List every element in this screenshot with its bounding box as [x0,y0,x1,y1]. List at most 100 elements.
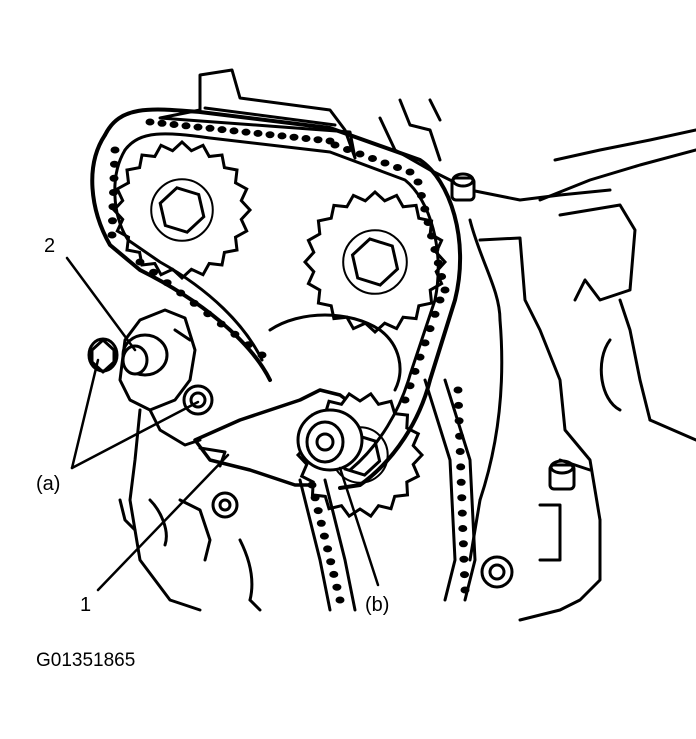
chain-link [413,178,423,186]
chain-link [455,432,465,440]
chain-link [457,494,467,502]
chain-link [193,123,203,131]
housing-bolt [211,491,239,519]
chain-link [181,122,191,130]
chain-link [393,164,402,171]
chain-link [110,146,120,154]
block-bolt-top [450,172,476,202]
chain-link [108,203,118,211]
bolts [87,172,576,589]
chain-link [326,558,336,566]
chain-link [355,150,365,158]
chain-link [109,189,118,196]
chain-link [229,127,239,135]
chain-link [423,219,433,226]
chain-link [456,478,466,486]
chain-link [289,133,299,141]
leader-2 [65,256,137,352]
chain-link [416,192,426,199]
leader-a-upper [70,358,100,470]
chain-link [319,532,329,540]
chain-link [430,246,440,253]
chain-link [243,341,253,349]
chain-link [405,382,415,390]
chain-link [420,339,430,347]
chain-link [435,296,445,304]
chain-link [454,401,463,409]
chain-link [368,155,377,162]
leader-b [338,466,380,587]
chain-link [410,367,420,375]
chain-link [456,463,466,471]
chain-link [457,509,467,517]
chain-link [230,330,240,338]
chain-link [169,121,179,128]
chain-link [253,129,263,137]
chain-link [110,160,119,168]
chain-link [343,146,352,153]
chain-link [316,519,326,527]
adjuster-bolt [121,333,169,377]
tensioner-bolt [87,337,119,374]
chain-link [420,205,430,213]
chain-link [430,310,440,318]
chain-link [176,289,186,297]
chain-link [313,136,323,144]
block-bolt-right [548,459,576,491]
chain-link [380,159,390,167]
callout-2: 2 [44,235,55,257]
callout-1: 1 [80,594,91,616]
sprockets [111,139,448,519]
chain-link [400,396,410,404]
chain-link [332,583,342,591]
chain-link [108,217,117,225]
chain-link [205,124,215,132]
chain-link [323,545,333,553]
left-cam-sprocket [111,139,253,281]
chain-link [427,232,436,240]
leader-1 [96,453,230,592]
chain-link [241,128,251,136]
chain-link [157,119,167,127]
chain-link [458,540,468,548]
chain-link [107,231,117,239]
chain-link [307,481,317,489]
chain-link [433,259,443,267]
callout-b: (b) [365,594,389,616]
chain-link [310,494,320,502]
chain-link [145,118,155,126]
chain-link [459,555,469,563]
chain-link [189,299,199,307]
chain-link [265,131,275,139]
chain-link [330,141,340,149]
chain-link [415,353,425,361]
chain-link [217,126,227,134]
right-cam-sprocket [302,189,448,335]
chain-link [437,273,447,280]
chain-link [335,596,345,604]
chain-link [277,132,287,140]
callout-a: (a) [36,473,60,495]
chain-link [458,525,468,532]
leader-lines [65,256,380,592]
chain-link [149,268,159,276]
figure-code: G01351865 [36,650,135,671]
chain-link [162,279,172,287]
idler-bolt [296,408,364,472]
chain-link [109,174,119,182]
timing-chain [90,107,477,612]
leader-a-lower [70,400,200,470]
chain-link [455,448,465,455]
chain-link [216,320,226,328]
chain-link [425,325,435,333]
block-bolt-lower [480,555,514,589]
chain-link [460,586,470,594]
chain-link [454,417,464,425]
chain-link [313,507,323,515]
chain-link [440,286,450,294]
chain-link [329,570,339,578]
chain-link [301,135,311,142]
chain-link [405,168,415,176]
chain-link [135,258,145,266]
